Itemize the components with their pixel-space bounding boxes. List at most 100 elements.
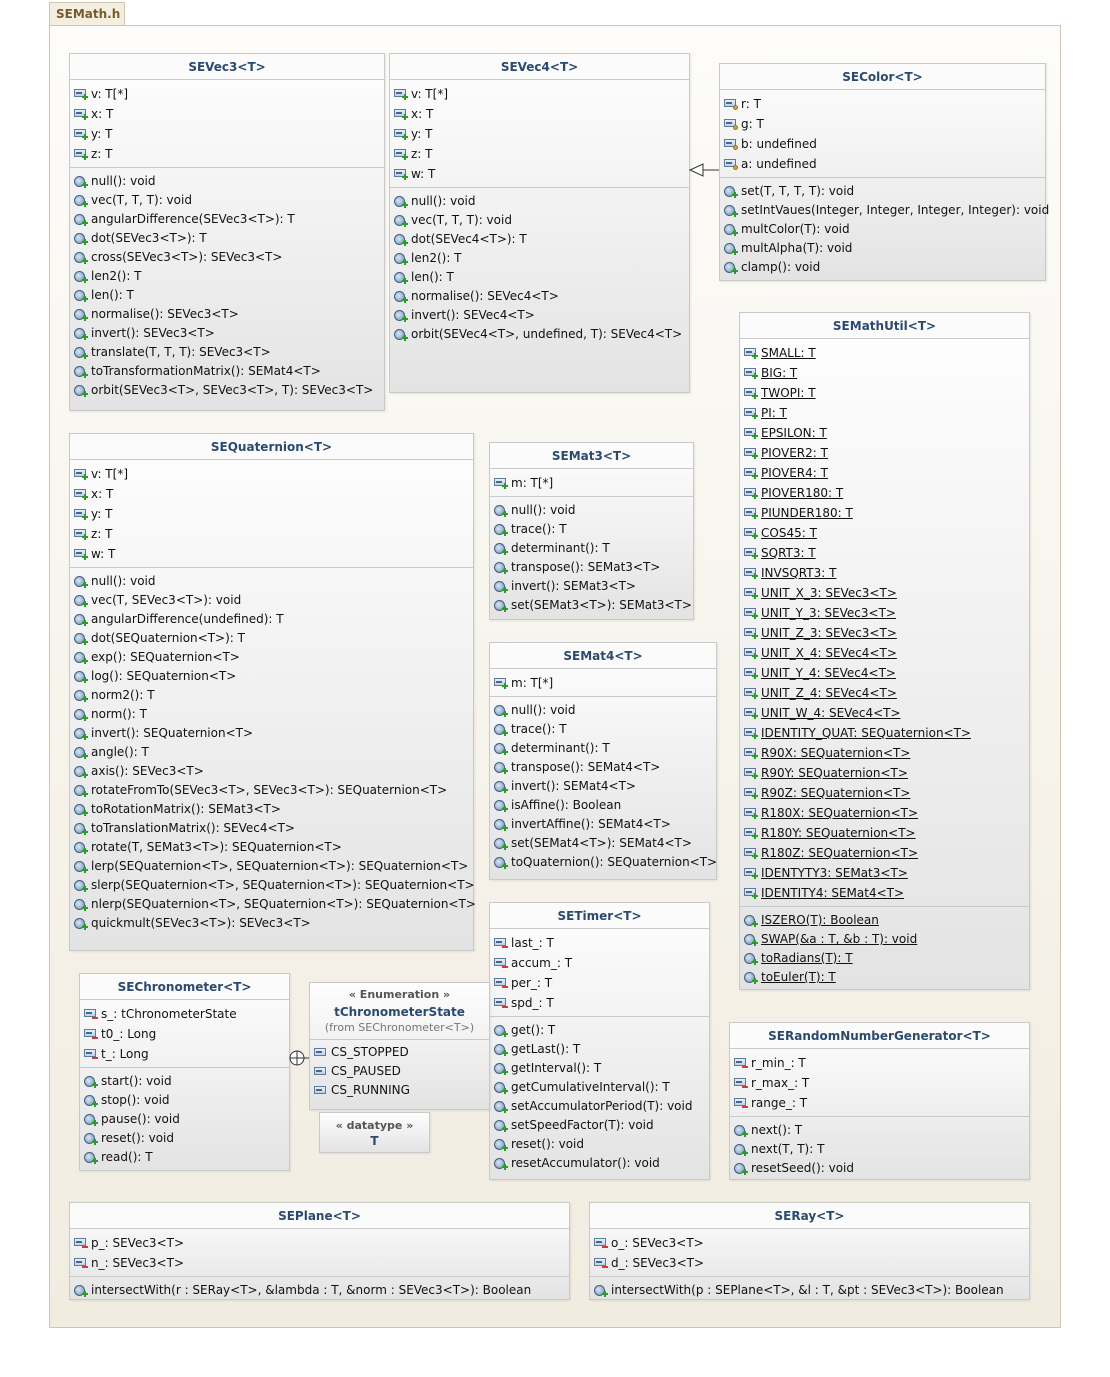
attribute[interactable]: R90Y: SEQuaternion<T> (740, 763, 1029, 783)
enum-tchronometerstate[interactable]: « Enumeration » tChronometerState (from … (309, 982, 490, 1110)
attribute[interactable]: v: T[*] (70, 464, 473, 484)
operation[interactable]: intersectWith(p : SEPlane<T>, &l : T, &p… (590, 1281, 1029, 1300)
operation[interactable]: determinant(): T (490, 739, 716, 758)
operation[interactable]: norm2(): T (70, 686, 473, 705)
attribute[interactable]: R180Y: SEQuaternion<T> (740, 823, 1029, 843)
operation[interactable]: setAccumulatorPeriod(T): void (490, 1097, 709, 1116)
attribute[interactable]: p_: SEVec3<T> (70, 1233, 569, 1253)
attribute[interactable]: r_min_: T (730, 1053, 1029, 1073)
operation[interactable]: multAlpha(T): void (720, 239, 1045, 258)
attribute[interactable]: per_: T (490, 973, 709, 993)
operation[interactable]: stop(): void (80, 1091, 289, 1110)
attribute[interactable]: w: T (70, 544, 473, 564)
package-tab[interactable]: SEMath.h (49, 2, 125, 25)
attribute[interactable]: UNIT_W_4: SEVec4<T> (740, 703, 1029, 723)
operation[interactable]: exp(): SEQuaternion<T> (70, 648, 473, 667)
operation[interactable]: toTranslationMatrix(): SEVec4<T> (70, 819, 473, 838)
attribute[interactable]: UNIT_Z_4: SEVec4<T> (740, 683, 1029, 703)
datatype-t[interactable]: « datatype » T (319, 1112, 430, 1153)
operation[interactable]: toTransformationMatrix(): SEMat4<T> (70, 362, 384, 381)
operation[interactable]: pause(): void (80, 1110, 289, 1129)
operation[interactable]: null(): void (70, 172, 384, 191)
operation[interactable]: getInterval(): T (490, 1059, 709, 1078)
operation[interactable]: invertAffine(): SEMat4<T> (490, 815, 716, 834)
operation[interactable]: slerp(SEQuaternion<T>, SEQuaternion<T>):… (70, 876, 475, 895)
operation[interactable]: angle(): T (70, 743, 473, 762)
operation[interactable]: translate(T, T, T): SEVec3<T> (70, 343, 384, 362)
attribute[interactable]: s_: tChronometerState (80, 1004, 289, 1024)
operation[interactable]: log(): SEQuaternion<T> (70, 667, 473, 686)
attribute[interactable]: R180Z: SEQuaternion<T> (740, 843, 1029, 863)
operation[interactable]: axis(): SEVec3<T> (70, 762, 473, 781)
operation[interactable]: dot(SEVec4<T>): T (390, 230, 689, 249)
operation[interactable]: invert(): SEVec3<T> (70, 324, 384, 343)
operation[interactable]: reset(): void (80, 1129, 289, 1148)
attribute[interactable]: r_max_: T (730, 1073, 1029, 1093)
attribute[interactable]: IDENTITY4: SEMat4<T> (740, 883, 1029, 903)
attribute[interactable]: range_: T (730, 1093, 1029, 1113)
operation[interactable]: intersectWith(r : SERay<T>, &lambda : T,… (70, 1281, 569, 1300)
attribute[interactable]: m: T[*] (490, 473, 693, 493)
operation[interactable]: ISZERO(T): Boolean (740, 911, 1029, 930)
attribute[interactable]: accum_: T (490, 953, 709, 973)
attribute[interactable]: PI: T (740, 403, 1029, 423)
attribute[interactable]: z: T (70, 144, 384, 164)
operation[interactable]: null(): void (70, 572, 473, 591)
attribute[interactable]: PIOVER2: T (740, 443, 1029, 463)
class-seplane[interactable]: SEPlane<T>p_: SEVec3<T>n_: SEVec3<T>inte… (69, 1202, 570, 1300)
operation[interactable]: transpose(): SEMat3<T> (490, 558, 693, 577)
operation[interactable]: next(): T (730, 1121, 1029, 1140)
attribute[interactable]: IDENTYTY3: SEMat3<T> (740, 863, 1029, 883)
attribute[interactable]: b: undefined (720, 134, 1045, 154)
attribute[interactable]: t_: Long (80, 1044, 289, 1064)
operation[interactable]: toRadians(T): T (740, 949, 1029, 968)
operation[interactable]: angularDifference(SEVec3<T>): T (70, 210, 384, 229)
attribute[interactable]: EPSILON: T (740, 423, 1029, 443)
operation[interactable]: getCumulativeInterval(): T (490, 1078, 709, 1097)
operation[interactable]: quickmult(SEVec3<T>): SEVec3<T> (70, 914, 473, 933)
operation[interactable]: invert(): SEVec4<T> (390, 306, 689, 325)
operation[interactable]: len(): T (390, 268, 689, 287)
operation[interactable]: invert(): SEQuaternion<T> (70, 724, 473, 743)
operation[interactable]: cross(SEVec3<T>): SEVec3<T> (70, 248, 384, 267)
operation[interactable]: normalise(): SEVec3<T> (70, 305, 384, 324)
operation[interactable]: null(): void (390, 192, 689, 211)
attribute[interactable]: BIG: T (740, 363, 1029, 383)
operation[interactable]: invert(): SEMat4<T> (490, 777, 716, 796)
operation[interactable]: SWAP(&a : T, &b : T): void (740, 930, 1029, 949)
enum-literal[interactable]: CS_PAUSED (310, 1061, 489, 1080)
attribute[interactable]: o_: SEVec3<T> (590, 1233, 1029, 1253)
attribute[interactable]: COS45: T (740, 523, 1029, 543)
operation[interactable]: multColor(T): void (720, 220, 1045, 239)
attribute[interactable]: x: T (390, 104, 689, 124)
attribute[interactable]: d_: SEVec3<T> (590, 1253, 1029, 1273)
operation[interactable]: vec(T, T, T): void (70, 191, 384, 210)
operation[interactable]: len2(): T (70, 267, 384, 286)
operation[interactable]: resetAccumulator(): void (490, 1154, 709, 1173)
operation[interactable]: determinant(): T (490, 539, 693, 558)
attribute[interactable]: g: T (720, 114, 1045, 134)
attribute[interactable]: SMALL: T (740, 343, 1029, 363)
operation[interactable]: len2(): T (390, 249, 689, 268)
attribute[interactable]: UNIT_X_3: SEVec3<T> (740, 583, 1029, 603)
operation[interactable]: toEuler(T): T (740, 968, 1029, 987)
attribute[interactable]: r: T (720, 94, 1045, 114)
operation[interactable]: clamp(): void (720, 258, 1045, 277)
operation[interactable]: rotate(T, SEMat3<T>): SEQuaternion<T> (70, 838, 473, 857)
operation[interactable]: set(SEMat4<T>): SEMat4<T> (490, 834, 716, 853)
attribute[interactable]: UNIT_Z_3: SEVec3<T> (740, 623, 1029, 643)
attribute[interactable]: UNIT_Y_4: SEVec4<T> (740, 663, 1029, 683)
attribute[interactable]: R180X: SEQuaternion<T> (740, 803, 1029, 823)
attribute[interactable]: UNIT_X_4: SEVec4<T> (740, 643, 1029, 663)
attribute[interactable]: R90X: SEQuaternion<T> (740, 743, 1029, 763)
attribute[interactable]: IDENTITY_QUAT: SEQuaternion<T> (740, 723, 1029, 743)
